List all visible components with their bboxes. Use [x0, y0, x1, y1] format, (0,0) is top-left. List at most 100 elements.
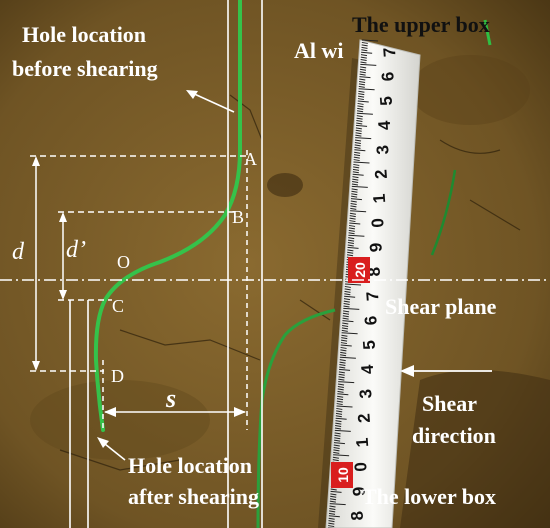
symbol-s: s: [166, 384, 177, 413]
tape-tick: [355, 137, 372, 140]
tape-tick: [339, 359, 346, 362]
tape-tick: [332, 456, 340, 459]
tape-tick: [355, 127, 362, 130]
tape-tick: [332, 459, 339, 462]
tape-tick: [335, 422, 342, 425]
tape-tick: [361, 41, 368, 44]
tape-tick: [337, 385, 344, 388]
tape-tick: [344, 283, 362, 286]
tape-tick: [338, 378, 345, 381]
tape-tick: [334, 434, 341, 437]
tape-tick: [328, 520, 335, 523]
tape-tick: [356, 124, 368, 127]
tape-digit: 8: [365, 266, 385, 277]
tape-digit: 3: [373, 144, 393, 155]
tape-tick: [328, 517, 335, 520]
tape-tick: [334, 429, 351, 432]
tape-digit: 5: [376, 96, 396, 107]
tape-tick: [337, 393, 349, 396]
tape-tick: [340, 344, 352, 347]
tape-tick: [355, 129, 362, 132]
tape-tick: [356, 112, 373, 115]
tape-tick: [328, 525, 335, 528]
tape-digit: 3: [356, 388, 376, 399]
tape-tick: [340, 351, 347, 354]
tape-tick: [348, 234, 365, 237]
tape-tick: [342, 312, 350, 315]
green-wire-hole: [93, 0, 242, 432]
tape-tick: [357, 107, 364, 110]
tape-tick: [349, 212, 357, 215]
tape-tick: [343, 298, 351, 301]
tape-tick: [336, 400, 343, 403]
tape-tick: [341, 337, 348, 340]
tape-digit: 0: [368, 218, 388, 229]
tape-tick: [339, 354, 347, 357]
tape-tick: [343, 300, 350, 303]
dimension-d-prime-arrow-bottom: [59, 290, 67, 300]
tape-tick: [344, 295, 356, 298]
tape-tick: [350, 198, 362, 201]
dimension-s-arrow-left: [104, 407, 116, 417]
tape-tick: [341, 339, 348, 342]
tape-tick: [341, 329, 348, 332]
tape-tick: [335, 420, 342, 423]
tape-tick: [361, 46, 368, 49]
tape-tick: [329, 507, 336, 510]
tape-tick: [360, 63, 377, 66]
tape-digit: 4: [375, 119, 395, 130]
tape-tick: [334, 437, 341, 440]
tape-tick: [335, 415, 342, 418]
tape-tick: [344, 285, 351, 288]
arrow-hole-before-head: [186, 90, 198, 99]
hole-before-label-line1: Hole location: [22, 22, 147, 47]
tape-tick: [349, 217, 356, 220]
tape-tick: [341, 332, 358, 335]
tape-tick: [350, 200, 357, 203]
tape-tick: [350, 202, 357, 205]
tape-tick: [347, 242, 354, 245]
tape-tick: [352, 171, 359, 174]
point-B: B: [232, 207, 245, 227]
tape-tick: [347, 249, 354, 252]
tape-digit: 2: [354, 413, 374, 424]
tape-tick: [349, 222, 361, 225]
tape-tick: [361, 51, 373, 54]
tape-digit: 0: [351, 462, 371, 473]
tape-tick: [341, 327, 349, 330]
tape-tick: [351, 185, 368, 188]
tape-tick: [347, 239, 355, 242]
tape-tick: [342, 320, 354, 323]
point-D: D: [111, 366, 124, 386]
tape-tick: [328, 522, 335, 525]
tape-tick: [360, 59, 367, 62]
green-wire-right-top: [483, 19, 492, 46]
tape-tick: [351, 193, 358, 196]
dimension-d-arrow-top: [32, 156, 40, 166]
shear-direction-label-line1: Shear: [422, 391, 477, 416]
tape-tick: [353, 163, 360, 166]
tape-tick: [360, 56, 367, 59]
tape-tick: [333, 446, 340, 449]
tape-tick: [340, 349, 347, 352]
tape-tick: [337, 383, 345, 386]
tape-tick: [360, 66, 367, 69]
symbol-d: d: [12, 239, 24, 265]
tape-digit: 9: [349, 486, 369, 497]
tape-tick: [359, 71, 366, 74]
tape-tick: [343, 307, 360, 310]
shear-plane-label: Shear plane: [385, 294, 497, 319]
tape-digit: 1: [353, 437, 373, 448]
tape-digit: 5: [359, 340, 379, 351]
tape-measure: [325, 39, 421, 528]
tape-tick: [346, 254, 354, 257]
tape-tick: [338, 371, 345, 374]
soil-cracks: [59, 94, 521, 471]
tape-tick: [337, 388, 344, 391]
tape-tick: [339, 364, 346, 367]
tape-red-label-10: [331, 462, 353, 488]
point-C: C: [112, 296, 125, 316]
tape-tick: [335, 417, 347, 420]
tape-tick: [333, 442, 345, 445]
tape-tick: [351, 195, 358, 198]
